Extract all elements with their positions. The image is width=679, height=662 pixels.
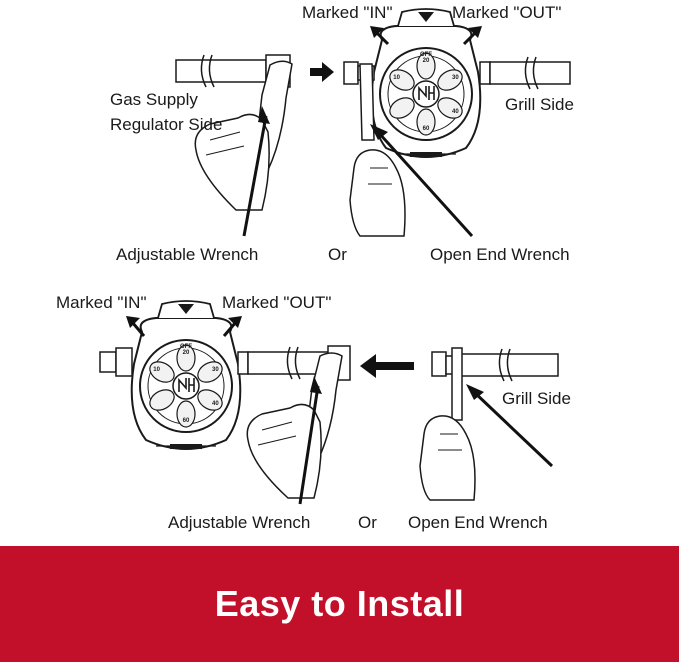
top-regulator <box>370 8 482 158</box>
top-adjustable-wrench-hand <box>194 60 293 211</box>
top-open-end-wrench-label: Open End Wrench <box>430 245 570 264</box>
top-grill-side-label: Grill Side <box>505 95 574 114</box>
top-or-label: Or <box>328 245 347 264</box>
title-banner: Easy to Install <box>0 546 679 662</box>
banner-title: Easy to Install <box>214 583 465 624</box>
top-adjustable-wrench-label: Adjustable Wrench <box>116 245 259 264</box>
regulator-side-label: Regulator Side <box>110 115 223 134</box>
bottom-grill-side-label: Grill Side <box>502 389 571 408</box>
top-marked-out-label: Marked "OUT" <box>452 3 562 22</box>
dial-pressure-mark: 60 <box>423 126 430 132</box>
top-marked-in-label: Marked "IN" <box>302 3 393 22</box>
bottom-marked-in-label: Marked "IN" <box>56 293 147 312</box>
dial-pressure-mark: 40 <box>452 109 459 115</box>
dial-pressure-mark: 30 <box>452 75 459 81</box>
gas-supply-label: Gas Supply <box>110 90 198 109</box>
dial-pressure-mark: 60 <box>183 418 190 424</box>
bottom-marked-out-label: Marked "OUT" <box>222 293 332 312</box>
bottom-or-label: Or <box>358 513 377 532</box>
dial-pressure-mark: 40 <box>212 401 219 407</box>
bottom-open-end-wrench-label: Open End Wrench <box>408 513 548 532</box>
dial-pressure-mark: 30 <box>212 367 219 373</box>
dial-off-mark: OFF <box>180 344 192 350</box>
dial-off-mark: OFF <box>420 52 432 58</box>
bottom-regulator <box>130 300 242 450</box>
dial-pressure-mark: 10 <box>393 75 400 81</box>
bottom-adjustable-wrench-label: Adjustable Wrench <box>168 513 311 532</box>
dial-pressure-mark: 10 <box>153 367 160 373</box>
dial-pressure-mark: 20 <box>423 58 430 64</box>
dial-pressure-mark: 20 <box>183 350 190 356</box>
